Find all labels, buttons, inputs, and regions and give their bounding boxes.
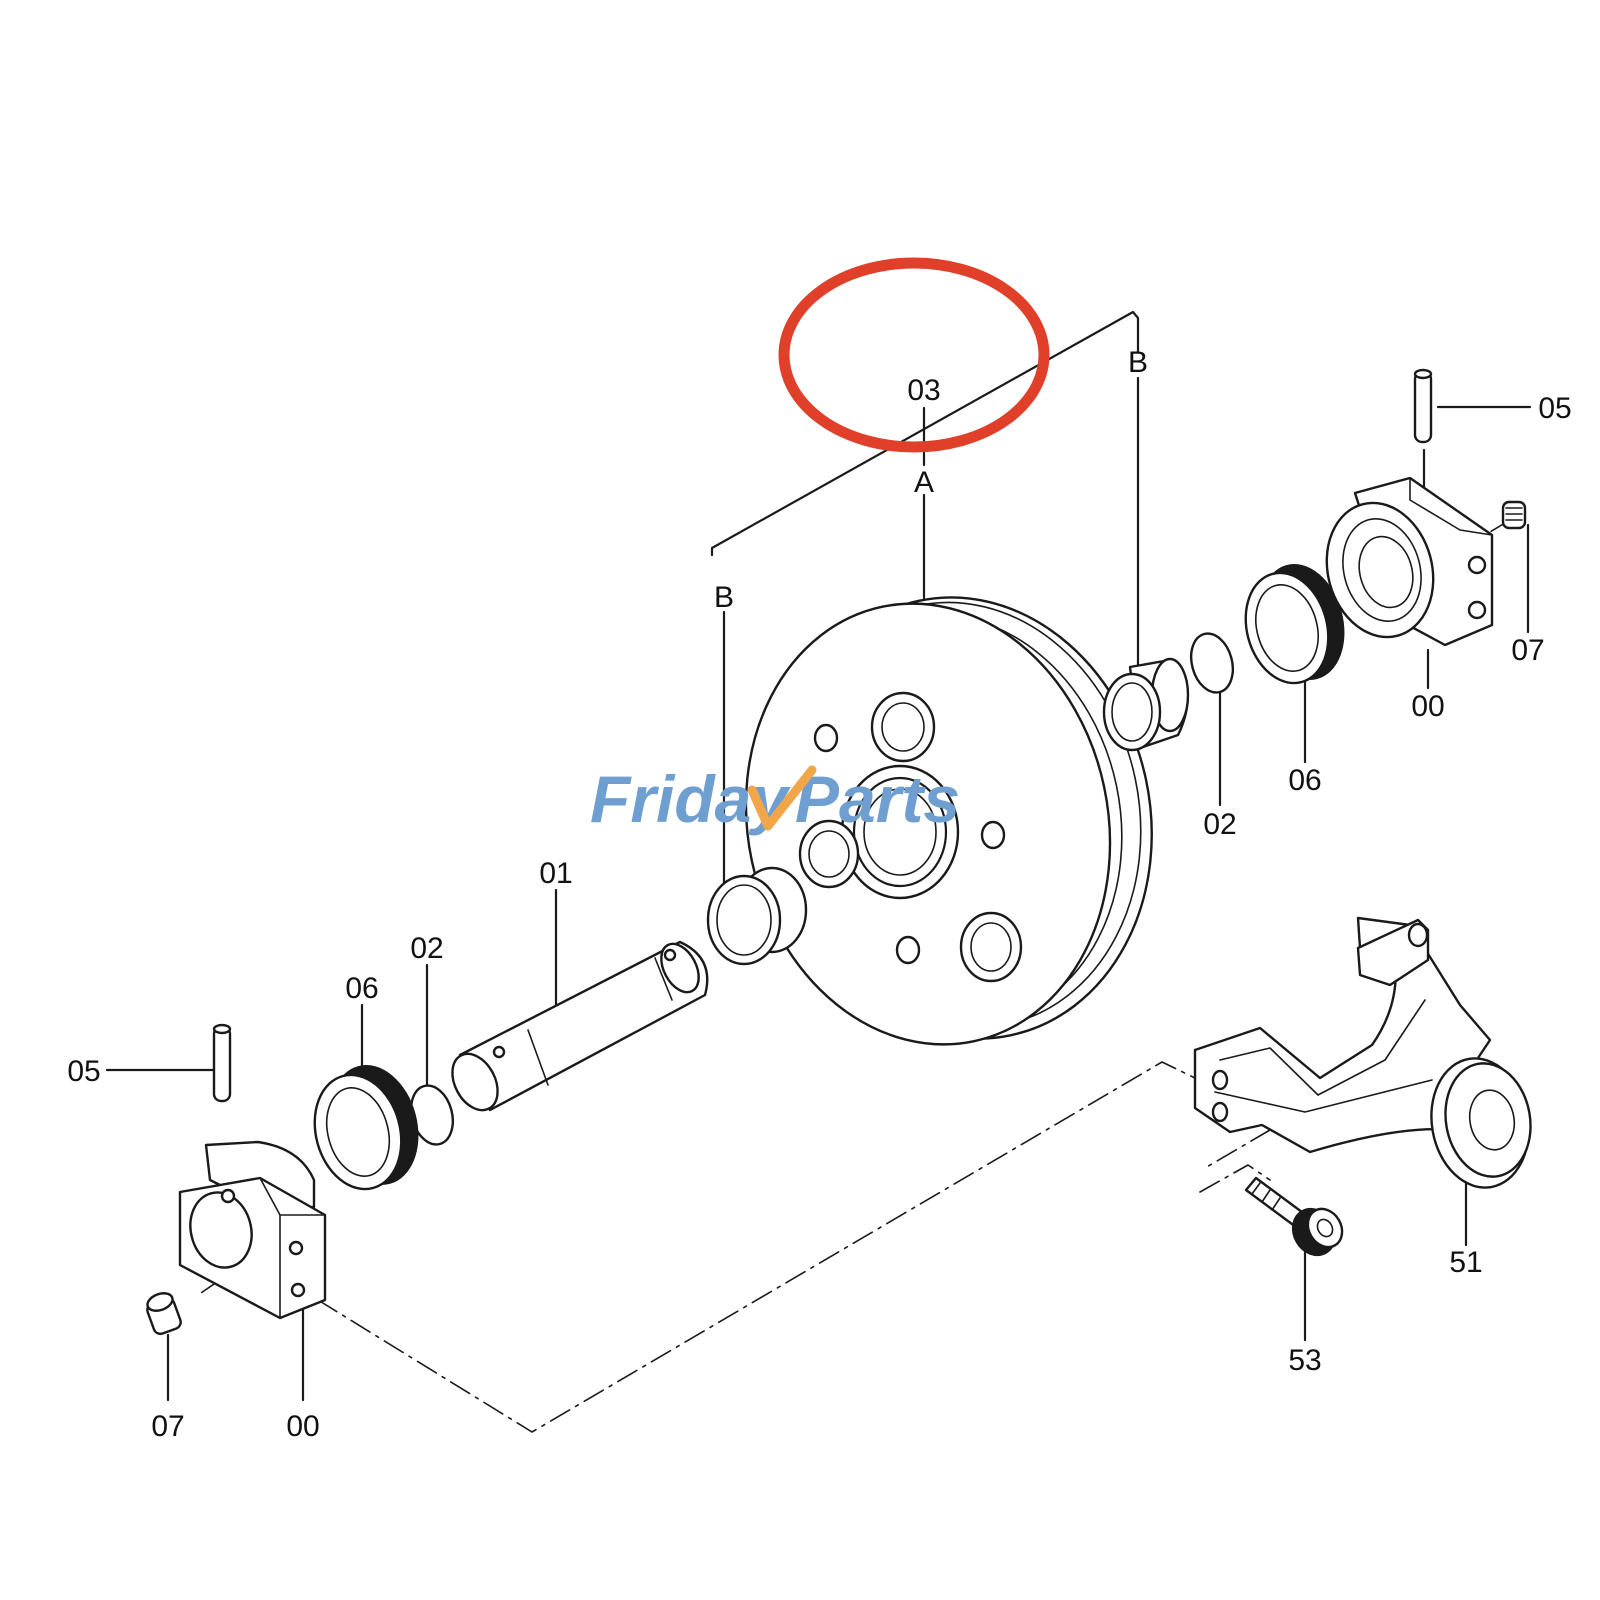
label-51: 51 (1449, 1246, 1482, 1279)
label-01: 01 (539, 857, 572, 890)
label-A: A (914, 466, 934, 499)
bracket-right (1325, 476, 1494, 647)
highlight-circle (778, 257, 1050, 453)
bolt (1244, 1176, 1344, 1257)
bracket-left (178, 1140, 327, 1320)
label-B-left: B (714, 581, 734, 614)
label-07-right: 07 (1511, 634, 1544, 667)
label-00-left: 00 (286, 1410, 319, 1443)
o-ring-right (1189, 632, 1235, 694)
watermark-text-friday: Friday (590, 762, 791, 836)
label-B-top: B (1128, 346, 1148, 379)
set-screw-left (146, 1292, 182, 1336)
idler-wheel (744, 596, 1153, 1046)
label-02-right: 02 (1203, 808, 1236, 841)
label-05-left: 05 (67, 1055, 100, 1088)
pin-right (1413, 368, 1433, 444)
label-03: 03 (907, 374, 940, 407)
shaft (451, 940, 709, 1112)
label-07-left: 07 (151, 1410, 184, 1443)
pin-left (212, 1023, 232, 1103)
watermark-logo: Friday Parts (590, 762, 960, 836)
seal-left (313, 1065, 419, 1191)
bushing-left (706, 866, 808, 966)
label-05-right: 05 (1538, 392, 1571, 425)
label-53: 53 (1288, 1344, 1321, 1377)
set-screw-right (1501, 500, 1527, 530)
part-labels: 03 A B B 05 07 00 06 02 01 02 06 05 07 0… (67, 346, 1571, 1443)
watermark-text-parts: Parts (795, 762, 960, 836)
label-06-left: 06 (345, 972, 378, 1005)
seal-right (1244, 564, 1345, 685)
watermark-checkmark (747, 765, 817, 831)
label-02-left: 02 (410, 932, 443, 965)
bushing-right (1102, 657, 1190, 752)
label-00-right: 00 (1411, 690, 1444, 723)
label-06-right: 06 (1288, 764, 1321, 797)
yoke-arm (1193, 916, 1532, 1189)
